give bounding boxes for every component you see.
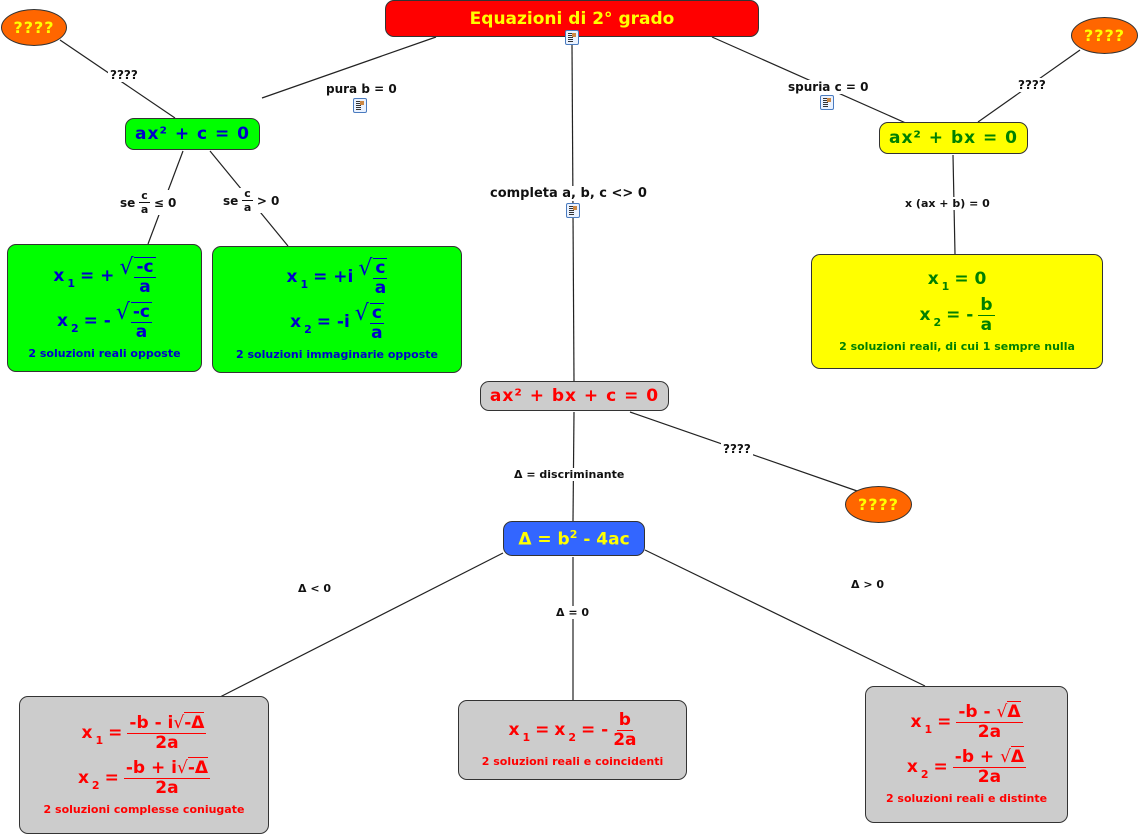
- link-label-completa: completa a, b, c <> 0: [488, 186, 649, 201]
- link-label-delta-gt: Δ > 0: [849, 578, 887, 591]
- node-delta[interactable]: Δ = b2 - 4ac: [503, 521, 645, 556]
- ellipse-text: ????: [857, 495, 900, 514]
- solution-caption: 2 soluzioni reali, di cui 1 sempre nulla: [839, 339, 1075, 353]
- link-label-unknown-right: ????: [1016, 78, 1048, 92]
- title-text: Equazioni di 2° grado: [469, 8, 675, 29]
- document-icon[interactable]: [565, 30, 579, 45]
- link-label-spuria: spuria c = 0: [786, 80, 871, 94]
- link-label-unknown-left: ????: [108, 68, 140, 82]
- solution-caption: 2 soluzioni reali e coincidenti: [481, 755, 664, 768]
- link-label-unknown-center: ????: [721, 442, 753, 456]
- node-pura[interactable]: ax² + c = 0: [125, 118, 260, 150]
- solution-caption: 2 soluzioni reali e distinte: [885, 792, 1048, 805]
- node-completa[interactable]: ax² + bx + c = 0: [480, 381, 669, 411]
- connector: [644, 549, 926, 687]
- document-icon[interactable]: [353, 98, 367, 113]
- solution-caption: 2 soluzioni complesse coniugate: [43, 802, 245, 816]
- solution-caption: 2 soluzioni immaginarie opposte: [236, 348, 438, 361]
- ellipse-text: ????: [13, 18, 55, 37]
- document-icon[interactable]: [820, 95, 834, 110]
- solution-caption: 2 soluzioni reali opposte: [28, 346, 181, 360]
- document-icon[interactable]: [566, 203, 580, 218]
- link-label-factor: x (ax + b) = 0: [903, 197, 992, 210]
- node-spuria[interactable]: ax² + bx = 0: [879, 122, 1028, 154]
- unknown-ellipse-top-left[interactable]: ????: [1, 9, 67, 46]
- link-label-pura: pura b = 0: [324, 82, 399, 96]
- link-label-discriminante: Δ = discriminante: [512, 468, 627, 481]
- connector: [219, 552, 504, 698]
- unknown-ellipse-top-right[interactable]: ????: [1071, 17, 1138, 54]
- unknown-ellipse-center[interactable]: ????: [845, 486, 912, 523]
- link-label-delta-eq: Δ = 0: [554, 606, 592, 619]
- link-label-delta-lt: Δ < 0: [296, 582, 334, 595]
- connector: [261, 36, 437, 99]
- connector: [572, 411, 575, 522]
- ellipse-text: ????: [1083, 26, 1126, 45]
